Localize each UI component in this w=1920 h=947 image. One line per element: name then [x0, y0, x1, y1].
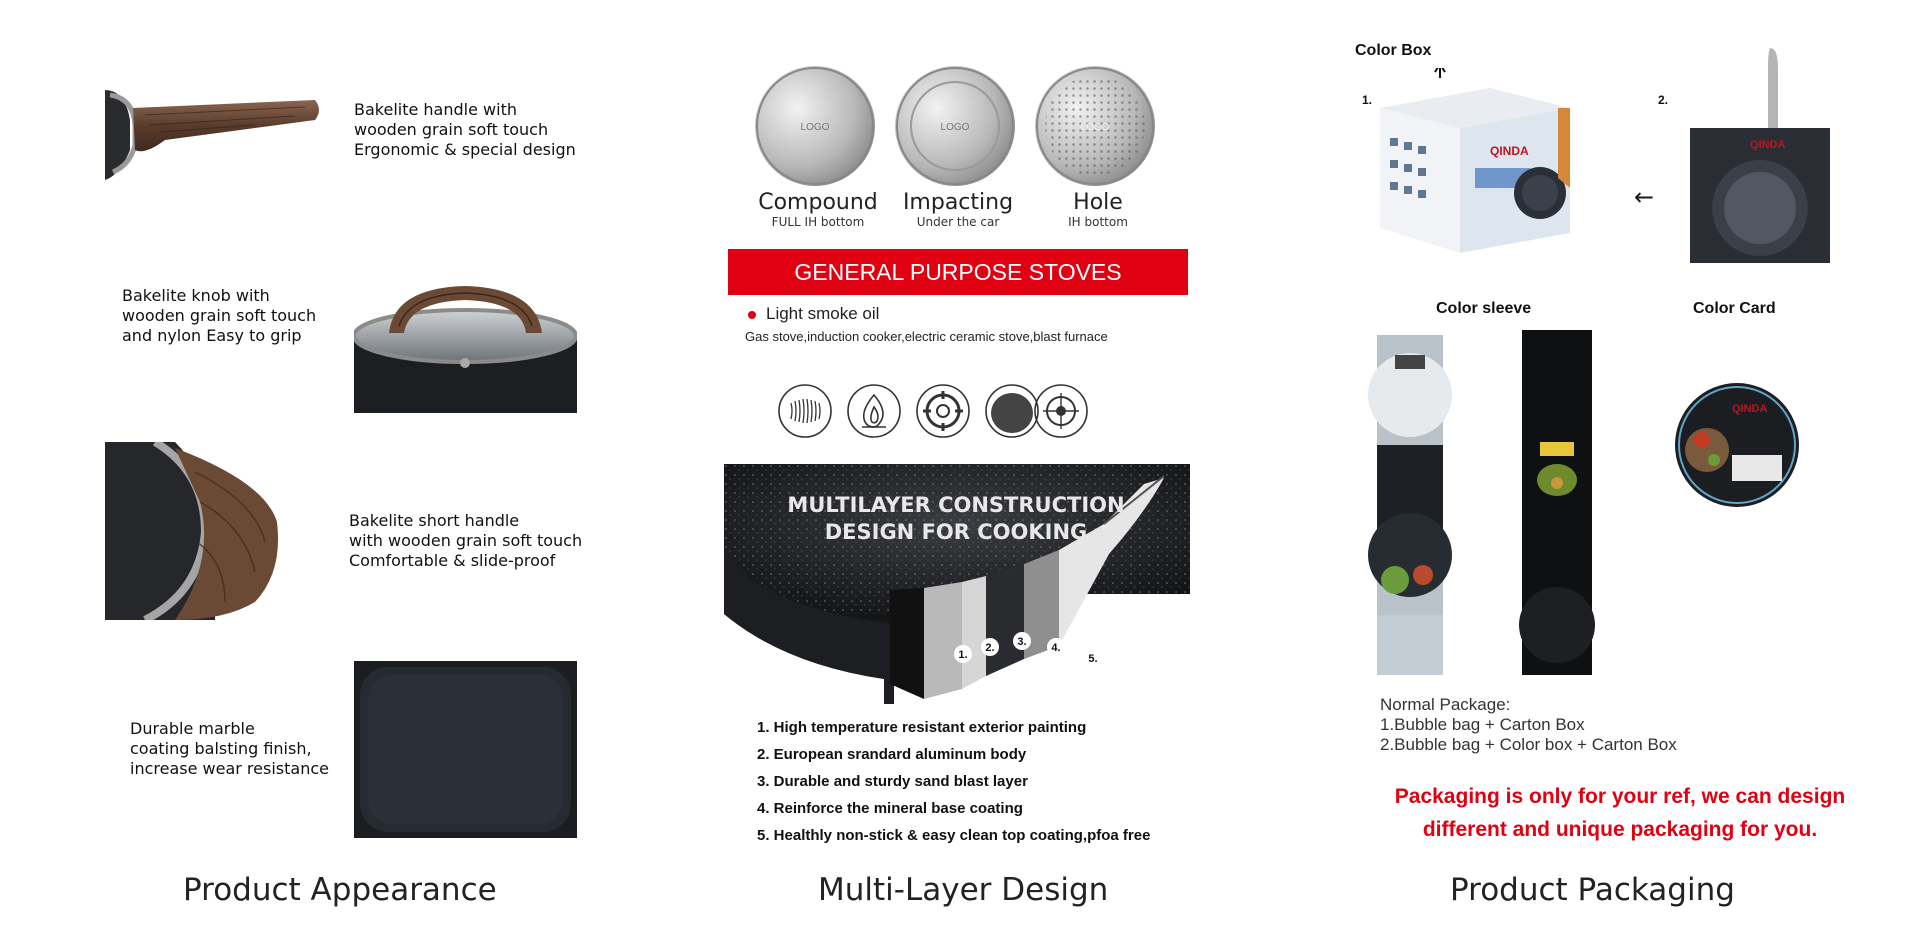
hole-disc: LOGO [1035, 66, 1155, 186]
compound-disc: LOGO [755, 66, 875, 186]
feature-text-1: Bakelite handle with wooden grain soft t… [354, 100, 576, 160]
color-card-label: Color Card [1693, 300, 1776, 317]
multilayer-pan-illustration: 1. 2. 3. 4. 5. MULTILAYER CONSTRUCTION D… [724, 464, 1190, 704]
color-box-2-image: QINDA [1690, 48, 1830, 263]
bottom-subtitle: IH bottom [1068, 215, 1128, 229]
construction-title-line2: DESIGN FOR COOKING [825, 520, 1088, 544]
color-sleeve-1-image [1368, 335, 1452, 675]
layer-number: 4. [1051, 642, 1060, 654]
feature-line: Ergonomic & special design [354, 140, 576, 159]
brand-logo: QINDA [1750, 139, 1786, 151]
normal-package-line: 2.Bubble bag + Color box + Carton Box [1380, 735, 1677, 754]
logo-mark: LOGO [801, 122, 830, 133]
feature-line: wooden grain soft touch [354, 120, 549, 139]
feature-text-2: Bakelite knob with wooden grain soft tou… [122, 286, 316, 346]
caption-product-packaging: Product Packaging [1450, 872, 1735, 908]
impacting-disc: LOGO [895, 66, 1015, 186]
light-smoke-oil: Light smoke oil [748, 304, 879, 324]
gas-burner-icon [916, 384, 970, 438]
bottom-subtitle: Under the car [916, 215, 1000, 229]
pan-bottoms-illustration: LOGO LOGO LOGO [755, 66, 1155, 186]
feature-line: and nylon Easy to grip [122, 326, 302, 345]
general-purpose-stoves-banner: GENERAL PURPOSE STOVES [728, 249, 1188, 295]
marble-coating-photo [354, 661, 577, 838]
color-box-label: Color Box [1355, 42, 1432, 59]
bottom-hole: Hole IH bottom [1028, 186, 1168, 229]
feature-line: coating balsting finish, [130, 739, 312, 758]
layer-item: 5. Healthly non-stick & easy clean top c… [757, 827, 1151, 844]
layer-item: 1. High temperature resistant exterior p… [757, 719, 1087, 736]
bottom-impacting: Impacting Under the car [888, 186, 1028, 229]
normal-package: Normal Package: 1.Bubble bag + Carton Bo… [1380, 695, 1677, 755]
feature-line: with wooden grain soft touch [349, 531, 583, 550]
feature-text-3: Bakelite short handle with wooden grain … [349, 511, 582, 571]
bottom-title: Compound [758, 190, 878, 215]
short-handle-photo [105, 442, 280, 620]
feature-line: Comfortable & slide-proof [349, 551, 556, 570]
layer-item: 2. European srandard aluminum body [757, 746, 1027, 763]
logo-mark: LOGO [1081, 122, 1110, 133]
option-number-2: 2. [1658, 93, 1669, 107]
layer-item: 4. Reinforce the mineral base coating [757, 800, 1023, 817]
logo-mark: LOGO [941, 122, 970, 133]
long-handle-photo [105, 80, 320, 180]
layer-item: 3. Durable and sturdy sand blast layer [757, 773, 1028, 790]
smoke-text: Light smoke oil [766, 304, 880, 323]
induction-coil-icon [778, 384, 832, 438]
brand-logo: QINDA [1490, 144, 1529, 158]
option-number-1: 1. [1362, 93, 1373, 107]
feature-line: Bakelite short handle [349, 511, 520, 530]
brand-logo: QINDA [1732, 403, 1768, 415]
caption-multi-layer-design: Multi-Layer Design [818, 872, 1109, 908]
construction-title-line1: MULTILAYER CONSTRUCTION [787, 493, 1124, 517]
feature-line: increase wear resistance [130, 759, 329, 778]
bottom-subtitle: FULL IH bottom [771, 215, 865, 229]
layer-list: 1. High temperature resistant exterior p… [757, 714, 1150, 849]
bottom-compound: Compound FULL IH bottom [748, 186, 888, 229]
color-card-image: QINDA [1675, 383, 1799, 507]
bottom-title: Impacting [902, 190, 1014, 215]
feature-line: Durable marble [130, 719, 255, 738]
hob-icon [1034, 384, 1088, 438]
arrow-left-icon: ← [1634, 183, 1655, 211]
ceramic-plate-icon [985, 384, 1039, 438]
layer-number: 2. [985, 642, 994, 654]
feature-text-4: Durable marble coating balsting finish, … [130, 719, 329, 779]
stove-icons-row [778, 384, 1088, 438]
layer-number: 1. [958, 649, 967, 661]
knob-lid-photo [354, 278, 577, 413]
compatible-stoves-text: Gas stove,induction cooker,electric cera… [745, 329, 1108, 344]
packaging-note: Packaging is only for your ref, we can d… [1394, 785, 1846, 841]
normal-package-title: Normal Package: [1380, 695, 1511, 714]
color-box-image: QINDA [1380, 68, 1570, 253]
layer-number: 3. [1017, 636, 1026, 648]
caption-product-appearance: Product Appearance [183, 872, 497, 908]
feature-line: wooden grain soft touch [122, 306, 317, 325]
feature-line: Bakelite knob with [122, 286, 270, 305]
normal-package-line: 1.Bubble bag + Carton Box [1380, 715, 1585, 734]
layer-number: 5. [1088, 653, 1097, 665]
feature-line: Bakelite handle with [354, 100, 517, 119]
flame-icon [847, 384, 901, 438]
color-sleeve-2-image [1519, 330, 1595, 675]
color-sleeve-label: Color sleeve [1436, 300, 1532, 317]
bottom-title: Hole [1073, 190, 1123, 215]
bullet-icon [748, 310, 756, 319]
